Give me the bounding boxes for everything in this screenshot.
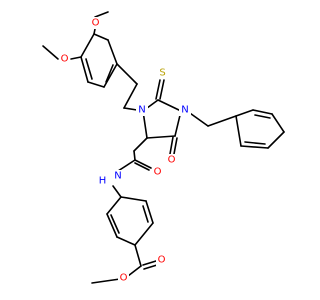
bond [85,58,93,80]
bond [143,264,158,270]
bond [94,11,109,18]
bond [107,39,118,65]
oxygen-atom-ring-carbonyl: O [168,155,176,166]
structure-diagram: O O N N S O O N H O O [42,11,285,284]
bond [106,213,118,238]
bond [91,278,121,284]
hydrogen-atom-amide: H [99,176,107,187]
bond [244,141,266,145]
sulfur-atom-thione: S [159,68,165,79]
bond [134,162,150,171]
bond [87,81,105,88]
bond [70,56,82,60]
bond [145,200,154,224]
bond [133,150,136,161]
bond [105,64,114,83]
oxygen-atom-ester: O [120,273,128,284]
oxygen-atom-ester-carbonyl: O [158,255,166,266]
bond [252,109,273,115]
bond [173,137,178,155]
bond [207,115,237,127]
bond [169,136,174,155]
oxygen-atom-methoxy-top: O [92,18,100,29]
atom-labels: O O N N S O O N H O O [59,17,191,284]
bond [235,115,242,147]
bond [103,63,118,88]
bond [159,79,165,100]
bond [240,145,269,149]
bond [106,196,122,215]
bond [127,265,142,277]
bonds [42,11,285,284]
nitrogen-atom-amide: N [114,171,121,182]
bond [80,56,89,83]
bond [116,236,136,246]
bond [42,45,59,60]
bond [93,33,109,41]
bond [112,185,122,198]
nitrogen-atom-ring-left: N [138,105,145,116]
bond [80,33,95,58]
bond [117,159,136,172]
bond [123,107,138,111]
nitrogen-atom-ring-right: N [181,105,188,116]
bond [123,83,138,109]
bond [254,114,271,119]
bond [271,113,285,133]
bond [142,260,157,266]
oxygen-atom-amide: O [154,167,162,178]
bond [93,28,96,35]
bond [134,159,152,169]
bond [120,196,147,202]
molecule-drawing: O O N N S O O N H O O [42,11,285,284]
bond [267,131,285,149]
bond [235,109,254,117]
bond [133,137,148,152]
bond [155,79,161,100]
bond [134,222,154,246]
bond [134,244,142,267]
bond [116,63,138,85]
bond [142,205,149,223]
bond [146,135,176,139]
bond [157,99,182,112]
bond [110,214,120,234]
oxygen-atom-methoxy-left: O [61,54,69,65]
